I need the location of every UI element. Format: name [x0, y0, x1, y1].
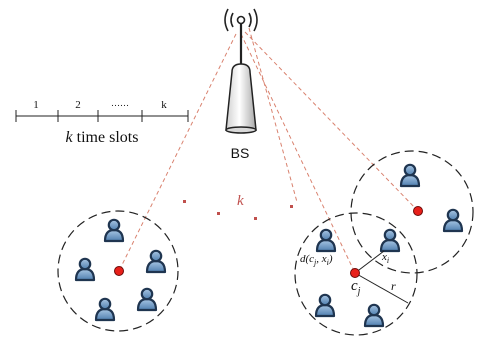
- link-to-cluster-2: [240, 33, 356, 274]
- users: [74, 163, 464, 328]
- timeline-label-1: 1: [33, 99, 39, 111]
- user-icon: [103, 218, 125, 243]
- center-cj-label: cj: [351, 278, 361, 297]
- timeline-caption-text: time slots: [73, 129, 139, 146]
- radius-label: r: [391, 279, 396, 293]
- user-icon: [363, 303, 385, 328]
- timeline: 1 2 …… k k time slots: [15, 98, 189, 146]
- cluster-ellipsis: [183, 200, 293, 220]
- cluster-2-boundary: [294, 212, 418, 336]
- distance-label: d(cj, xi): [300, 253, 333, 267]
- link-to-cluster-k: [248, 27, 298, 203]
- user-xi-label: xi: [381, 251, 389, 265]
- cluster-1-boundary: [57, 210, 179, 332]
- user-icon: [442, 208, 464, 233]
- user-icon: [399, 163, 421, 188]
- cluster-circles: [57, 150, 474, 336]
- timeline-caption-var: k: [66, 129, 74, 146]
- base-station-label: BS: [231, 145, 250, 161]
- timeline-caption: k time slots: [66, 129, 139, 146]
- cluster-1-center: [114, 266, 124, 276]
- user-icon: [94, 297, 116, 322]
- user-icon: [315, 228, 337, 253]
- cluster-3-boundary: [350, 150, 474, 274]
- distance-line: [354, 250, 385, 274]
- user-icon: [136, 287, 158, 312]
- cluster-count-label: k: [237, 193, 244, 209]
- cluster-3-center: [413, 206, 423, 216]
- user-icon: [314, 293, 336, 318]
- signal-waves-icon: [224, 8, 258, 32]
- bs-links: [118, 27, 419, 274]
- link-to-cluster-3: [244, 31, 419, 212]
- ellipsis-dot: [183, 200, 186, 203]
- timeline-label-2: 2: [75, 99, 81, 111]
- cluster-2-annotations: d(cj, xi) xi cj r: [300, 250, 409, 304]
- timeline-label-ellipsis: ……: [111, 98, 129, 108]
- timeline-label-k: k: [161, 99, 167, 111]
- radius-line: [354, 272, 409, 304]
- user-icon: [74, 257, 96, 282]
- cluster-2-center: [350, 268, 360, 278]
- user-icon: [145, 249, 167, 274]
- user-icon: [379, 228, 401, 253]
- ellipsis-dot: [254, 217, 257, 220]
- cluster-centers: [114, 206, 423, 278]
- link-to-cluster-1: [118, 33, 237, 272]
- ellipsis-dot: [217, 212, 220, 215]
- ellipsis-dot: [290, 205, 293, 208]
- base-station-icon: [224, 8, 258, 134]
